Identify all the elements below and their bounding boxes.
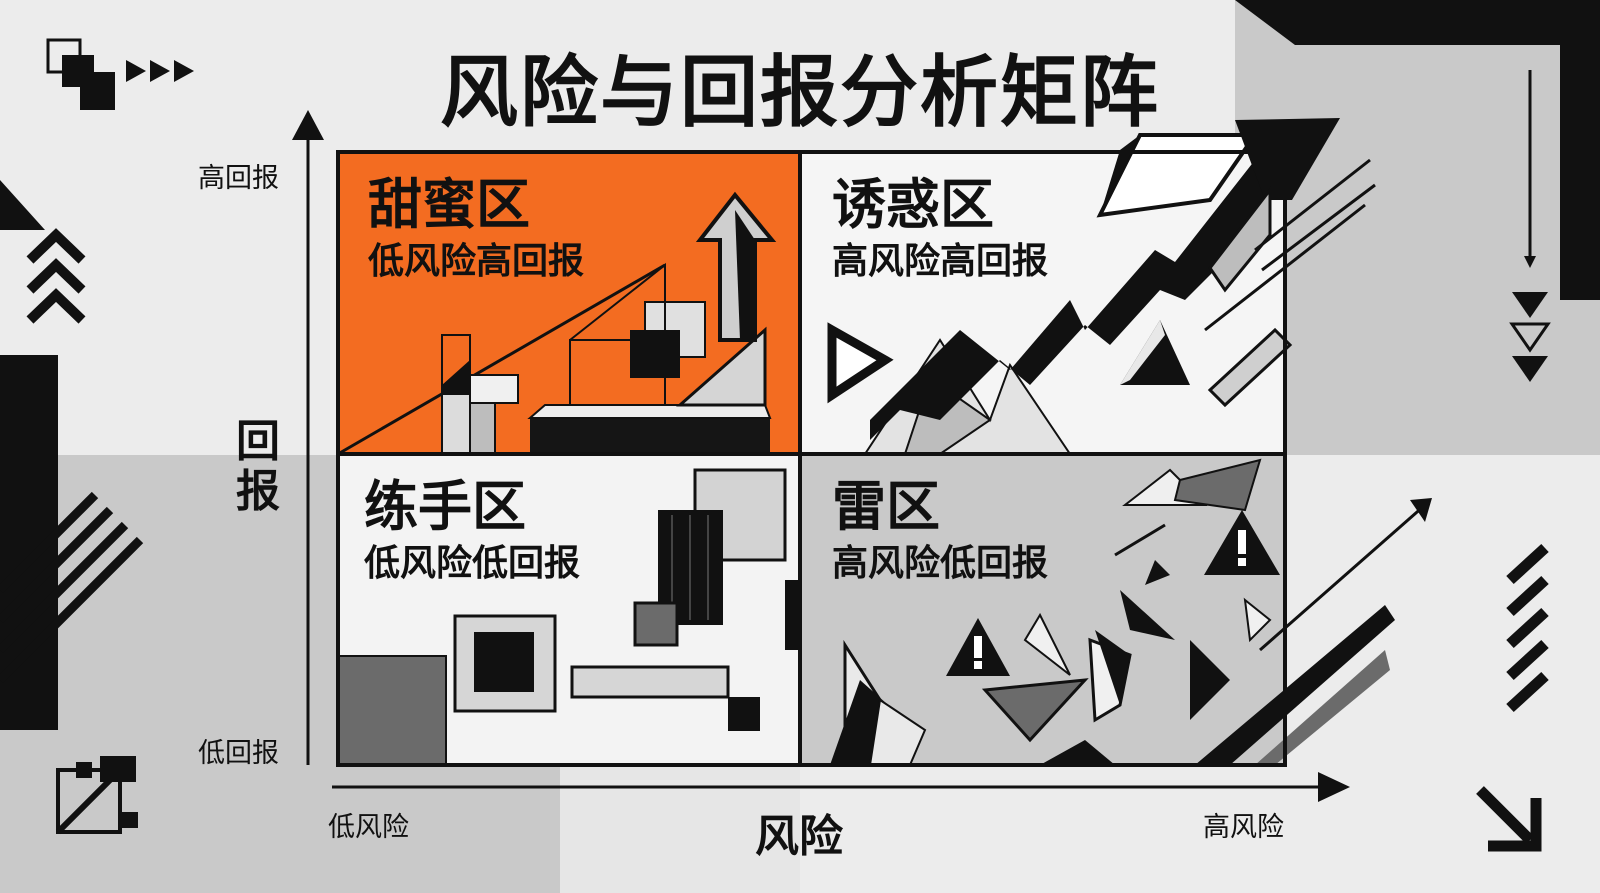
quadrant-mine-desc: 高风险低回报 (832, 543, 1049, 584)
corner-arrow-icon (55, 756, 138, 835)
warning-icon (1204, 510, 1280, 575)
chevron-down-icon (1509, 292, 1551, 382)
x-axis-low-label: 低风险 (328, 812, 409, 843)
warning-icon (946, 618, 1010, 676)
y-axis-low-label: 低回报 (198, 738, 279, 769)
quadrant-temptation-name: 诱惑区 (832, 173, 994, 236)
quadrant-practice-name: 练手区 (364, 475, 526, 538)
y-axis-high-label: 高回报 (198, 163, 279, 194)
right-triangles-icon (126, 60, 194, 82)
x-axis-high-label: 高风险 (1203, 812, 1284, 843)
quadrant-sweet-desc: 低风险高回报 (368, 241, 585, 282)
x-axis-name: 风险 (755, 811, 843, 862)
temptation-zone-art (800, 118, 1376, 455)
left-stripes (0, 491, 144, 684)
y-axis-name-top: 回 (236, 416, 280, 467)
diagonal-arrow-icon (1476, 786, 1542, 852)
quadrant-sweet-name: 甜蜜区 (368, 173, 530, 236)
y-axis-arrow (292, 110, 324, 765)
corner-logo-blocks (46, 38, 115, 110)
quadrant-temptation-desc: 高风险高回报 (832, 241, 1049, 282)
quadrant-grid (336, 150, 1287, 767)
right-stripes (1506, 543, 1549, 713)
quadrant-practice-desc: 低风险低回报 (364, 543, 581, 584)
quadrant-mine-name: 雷区 (832, 475, 940, 538)
y-axis-name-bottom: 报 (236, 466, 280, 517)
chevron-up-icon (0, 180, 86, 324)
down-arrow-line (1524, 70, 1536, 268)
page-title: 风险与回报分析矩阵 (439, 48, 1160, 138)
practice-zone-art (337, 468, 800, 766)
mine-zone-art (830, 458, 1432, 766)
x-axis-arrow (332, 772, 1350, 802)
sweet-zone-art (337, 191, 777, 456)
